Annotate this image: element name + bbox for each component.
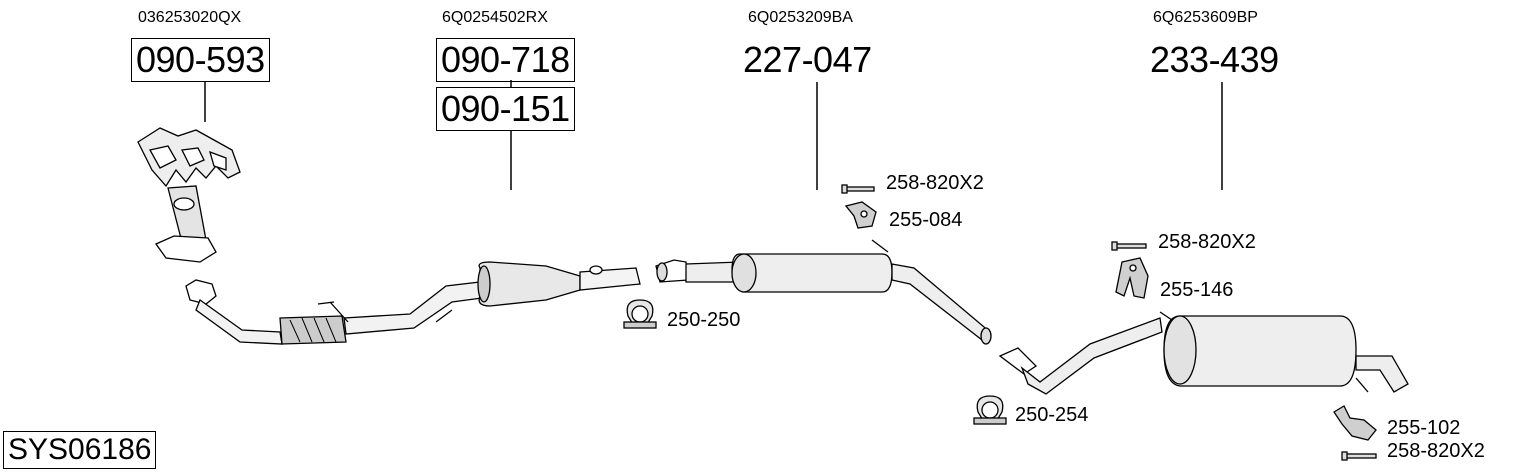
part-code-catalyst[interactable]: 090-718 xyxy=(436,38,575,82)
oem-number-manifold: 036253020QX xyxy=(138,9,242,26)
oem-number-rear-silencer: 6Q6253609BP xyxy=(1153,9,1258,26)
catalytic-converter-icon xyxy=(477,261,641,307)
oem-number-middle-silencer: 6Q0253209BA xyxy=(748,9,853,26)
accessory-label-bolt-1[interactable]: 258-820X2 xyxy=(886,172,984,194)
exhaust-manifold-icon xyxy=(137,127,241,263)
rubber-mount-icon xyxy=(844,201,1149,299)
rear-silencer-icon xyxy=(998,311,1409,395)
clamp-icon xyxy=(623,299,1007,425)
bolt-icon xyxy=(841,184,1377,461)
part-code-front-pipe[interactable]: 090-151 xyxy=(436,87,575,131)
accessory-label-bracket[interactable]: 255-102 xyxy=(1387,417,1461,439)
part-code-middle-silencer[interactable]: 227-047 xyxy=(743,39,872,80)
middle-silencer-icon xyxy=(655,239,992,345)
accessory-label-bolt-2[interactable]: 258-820X2 xyxy=(1158,231,1256,253)
system-id-label: SYS06186 xyxy=(3,431,157,469)
oem-number-catalyst: 6Q0254502RX xyxy=(442,9,548,26)
accessory-label-clamp-2[interactable]: 250-254 xyxy=(1015,404,1089,426)
part-code-manifold[interactable]: 090-593 xyxy=(131,38,270,82)
part-code-rear-silencer[interactable]: 233-439 xyxy=(1150,39,1279,80)
accessory-label-mount-2[interactable]: 255-146 xyxy=(1160,279,1234,301)
accessory-label-mount-1[interactable]: 255-084 xyxy=(889,209,963,231)
accessory-label-bolt-3[interactable]: 258-820X2 xyxy=(1387,440,1485,462)
accessory-label-clamp-1[interactable]: 250-250 xyxy=(667,309,741,331)
front-pipe-icon xyxy=(185,279,483,345)
bracket-icon xyxy=(1333,405,1377,441)
